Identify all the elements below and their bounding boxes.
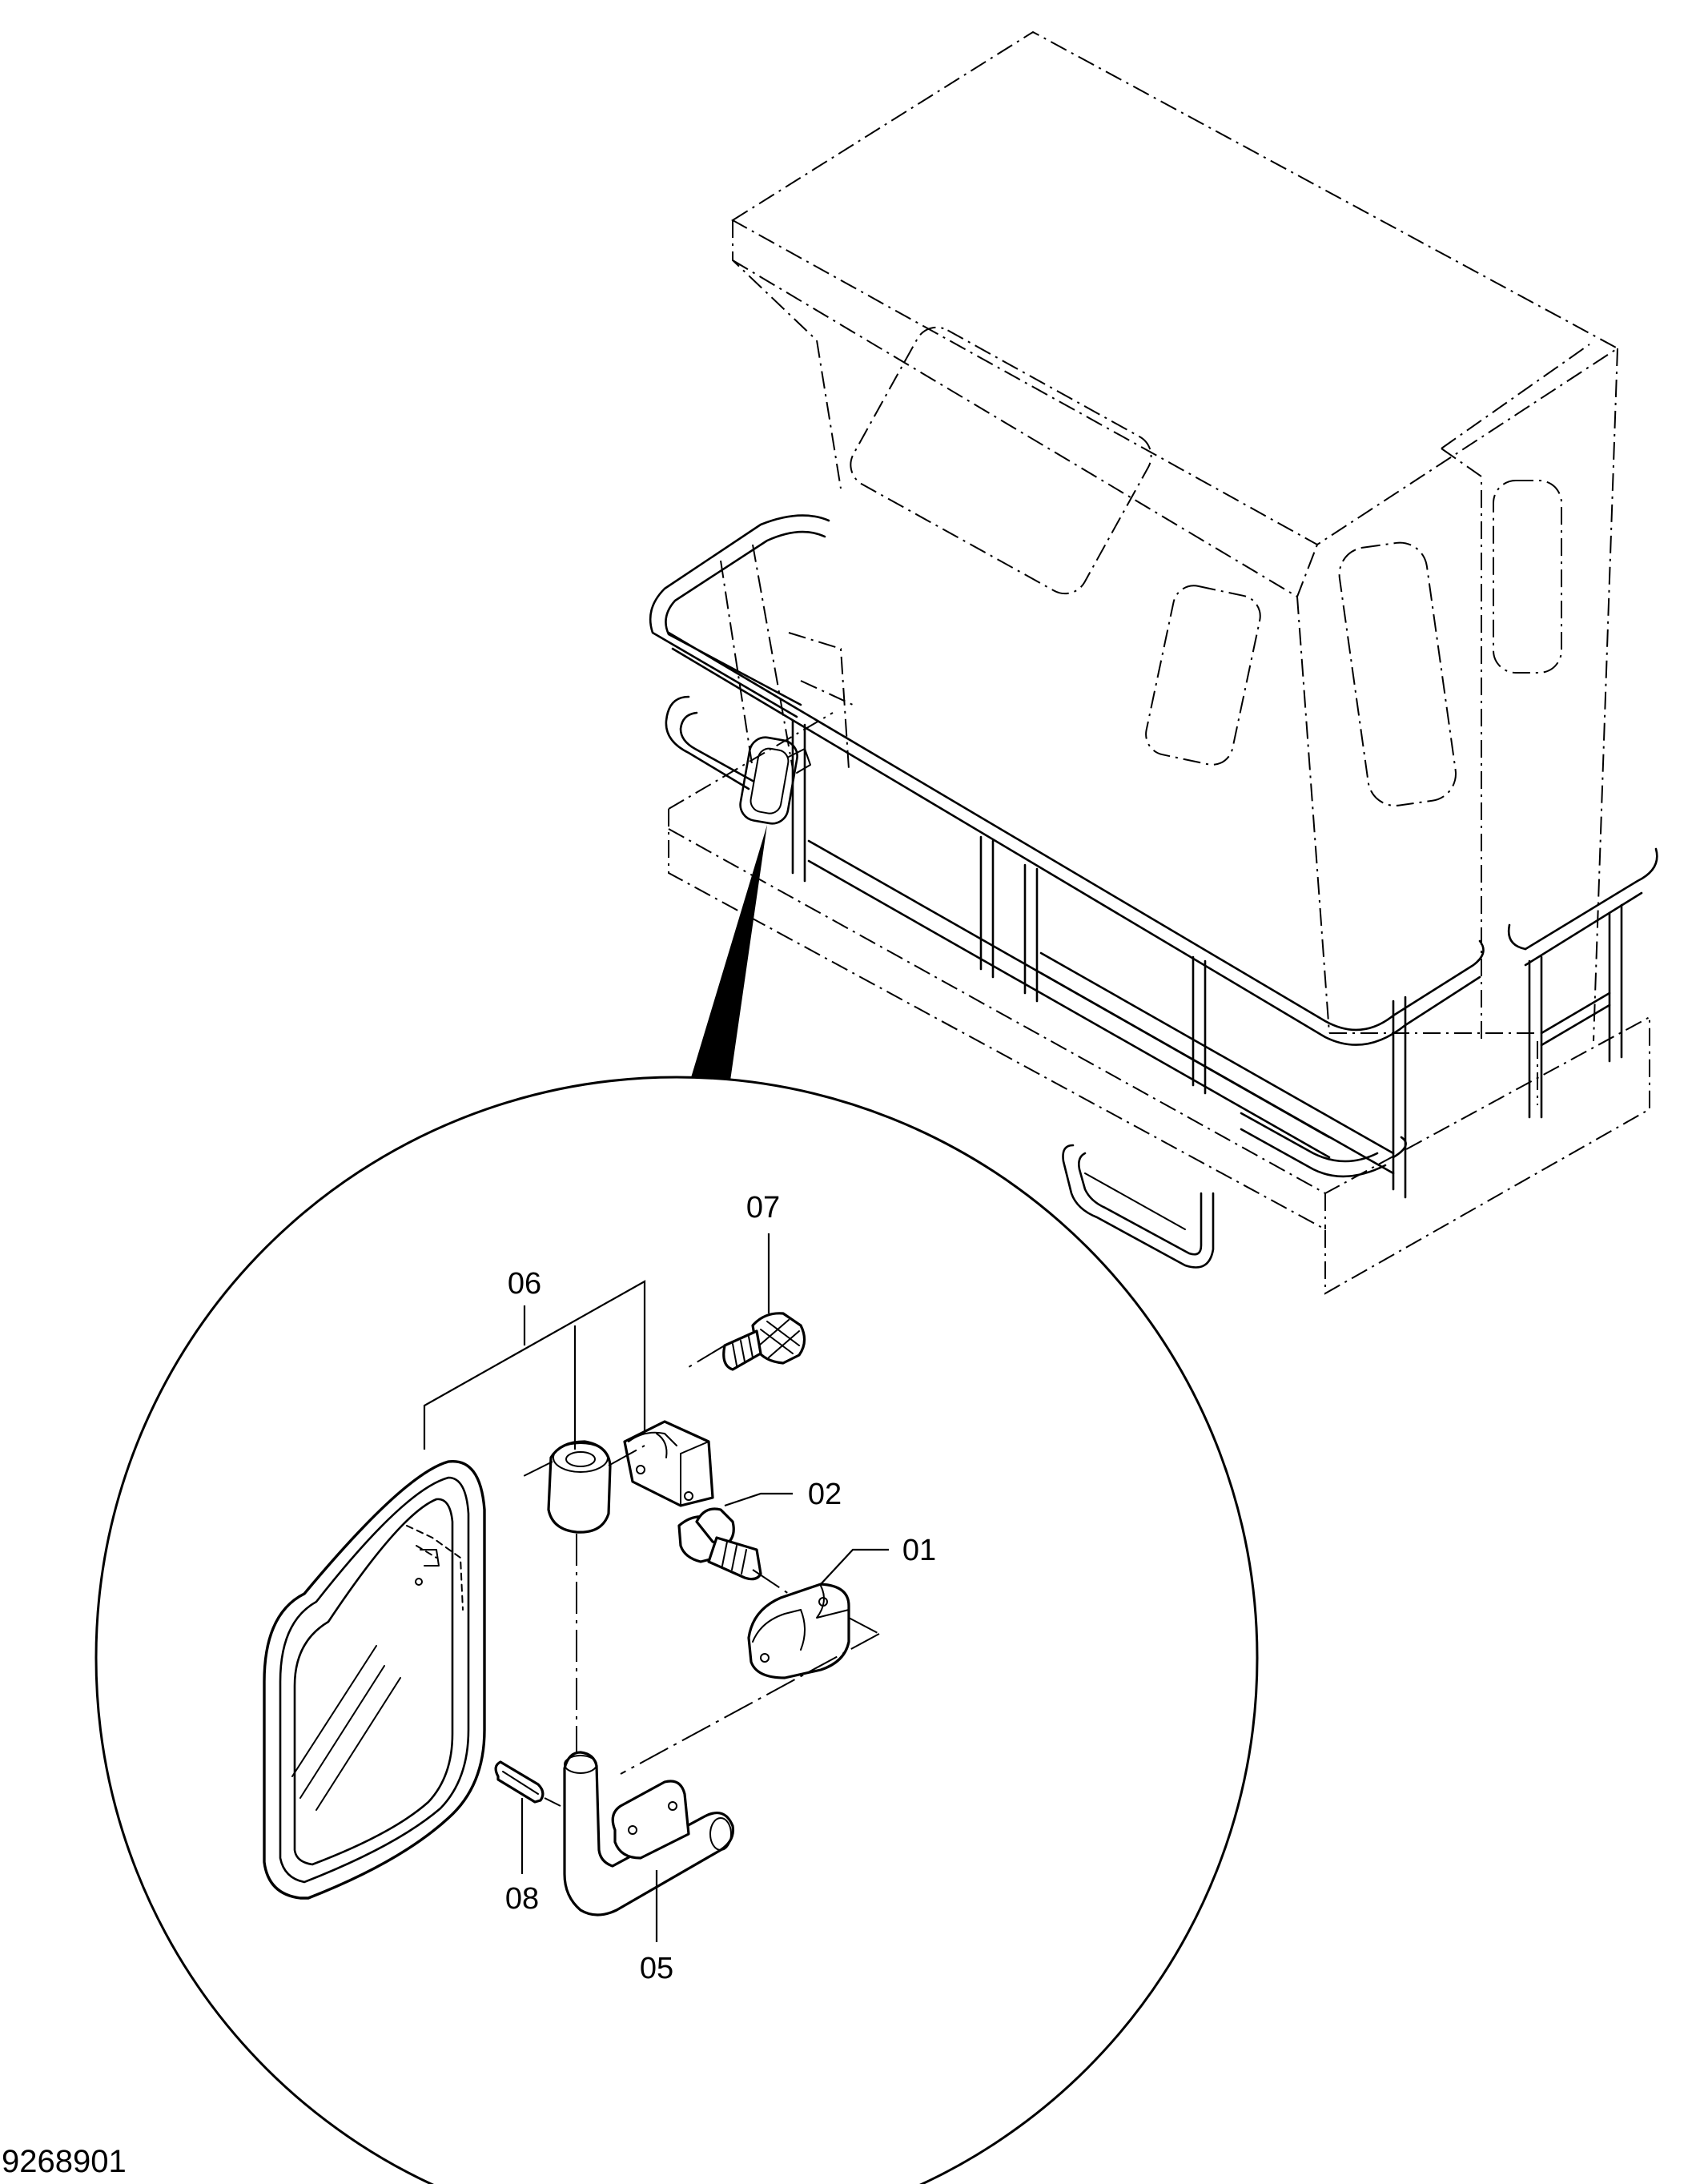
drawing-number: 9268901 <box>2 2144 127 2179</box>
callout-01: 01 <box>902 1534 936 1567</box>
detail-circle <box>94 1076 1259 2184</box>
leader-lines <box>423 1233 889 1942</box>
bolt-02 <box>677 1507 762 1581</box>
callout-07: 07 <box>746 1191 780 1225</box>
mirror-mounted-small <box>739 736 811 825</box>
upper-clamp-bracket <box>623 1420 714 1507</box>
callout-06: 06 <box>508 1267 541 1301</box>
lower-clamp-bracket <box>747 1583 850 1679</box>
handrail <box>649 514 1658 1269</box>
mirror-assembly <box>263 1460 486 1900</box>
cab-outline <box>668 30 1650 1295</box>
arm-05 <box>563 1751 735 1917</box>
pin-08 <box>494 1760 545 1804</box>
callout-05: 05 <box>640 1952 673 1985</box>
bolt-07 <box>722 1312 806 1371</box>
callout-08: 08 <box>505 1882 539 1916</box>
callout-02: 02 <box>808 1478 842 1511</box>
assembly-lines <box>520 1345 880 1807</box>
bushing <box>547 1440 612 1534</box>
